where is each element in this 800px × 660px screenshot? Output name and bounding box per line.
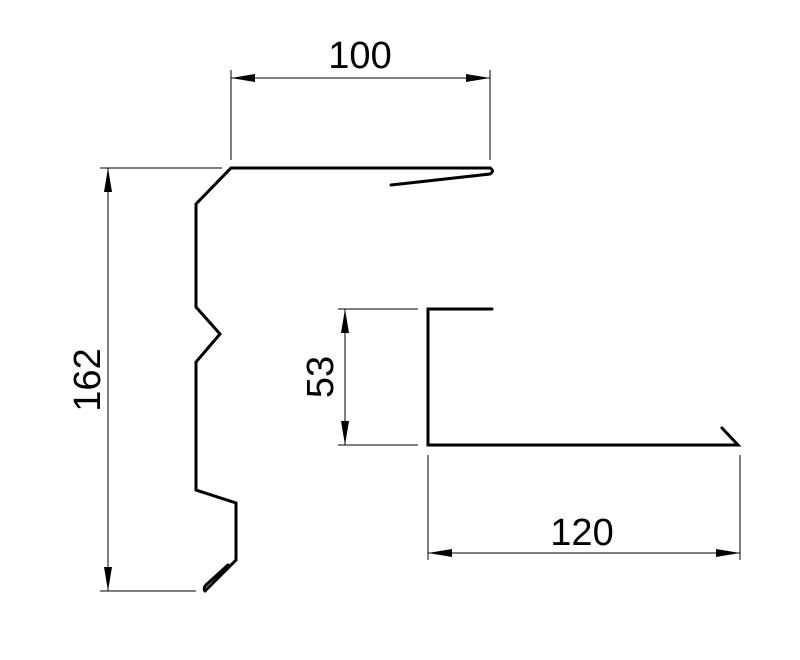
dimension-label: 100 <box>328 35 391 77</box>
dimension-step-height: 53 <box>300 308 418 446</box>
arrow-right <box>716 549 740 557</box>
arrow-bottom <box>341 421 349 445</box>
dimension-label: 120 <box>550 512 613 554</box>
right-profile <box>426 307 742 447</box>
right-profile-outline <box>426 307 742 447</box>
left-profile <box>194 166 494 593</box>
dimension-bottom-width: 120 <box>427 455 741 560</box>
top-hem <box>389 166 494 187</box>
bottom-hem <box>202 563 230 593</box>
dimension-label: 162 <box>67 348 109 411</box>
left-profile-outline <box>194 166 492 593</box>
dimension-label: 53 <box>300 356 342 398</box>
arrow-top <box>104 168 112 192</box>
arrow-right <box>466 74 490 82</box>
arrow-bottom <box>104 567 112 591</box>
dimension-left-height: 162 <box>67 167 222 592</box>
arrow-left <box>231 74 255 82</box>
arrow-left <box>428 549 452 557</box>
dimension-top-width: 100 <box>230 35 491 160</box>
arrow-top <box>341 309 349 333</box>
